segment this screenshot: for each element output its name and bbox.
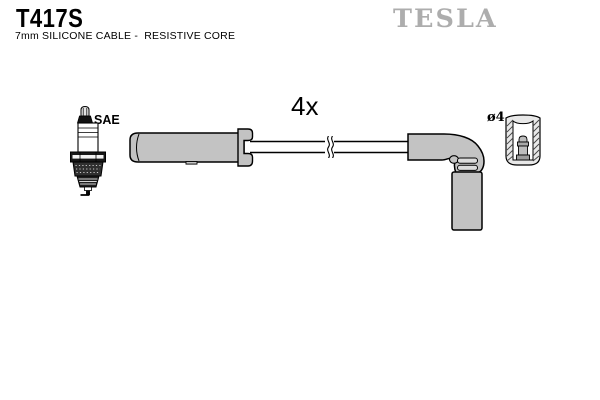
product-description: 7mm SILICONE CABLE - RESISTIVE CORE [15, 30, 236, 42]
diameter-label: ø4 [487, 110, 505, 125]
quantity-label: 4x [291, 91, 319, 121]
spark-plug-icon [70, 105, 106, 196]
hatch-lines [506, 119, 540, 162]
tesla-logo: TESLA [393, 4, 498, 33]
part-number: T417S [16, 3, 84, 33]
terminal-cross-section-icon [505, 114, 541, 166]
cable-break-icon [325, 136, 334, 158]
cable-wire-icon [250, 136, 408, 158]
cable-boot-elbow-icon [407, 133, 485, 231]
sae-label: SAE [94, 113, 120, 127]
cable-boot-straight-icon [129, 128, 254, 167]
